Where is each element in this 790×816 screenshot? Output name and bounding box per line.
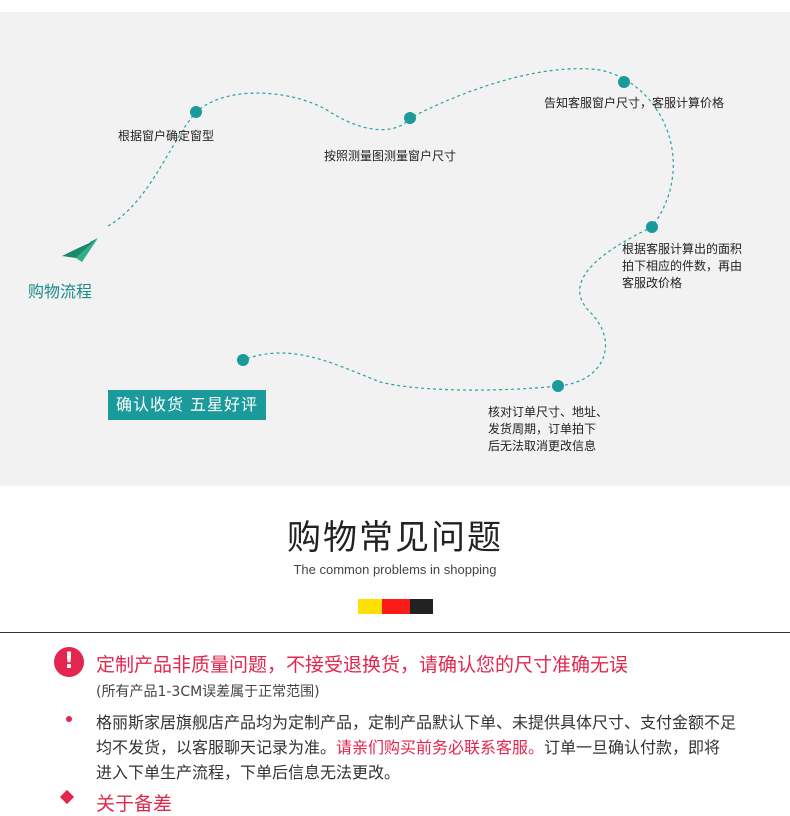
section-divider	[0, 632, 790, 633]
color-bar-yellow	[358, 599, 382, 614]
step-5-node	[552, 380, 564, 392]
color-bar-red	[382, 599, 410, 614]
step-6-node	[237, 354, 249, 366]
final-step-button: 确认收货 五星好评	[108, 390, 266, 420]
color-bar-black	[410, 599, 433, 614]
policy-paragraph: 格丽斯家居旗舰店产品均为定制产品，定制产品默认下单、未提供具体尺寸、支付金额不足…	[96, 710, 736, 785]
paragraph-text-2: 订单一旦确认付款，即将进入下单生产流程，下单后信息无法更改。	[96, 738, 721, 782]
warning-title: 定制产品非质量问题，不接受退换货，请确认您的尺寸准确无误	[96, 654, 629, 676]
diamond-icon	[59, 789, 75, 805]
step-3-node	[618, 76, 630, 88]
faq-subtitle: The common problems in shopping	[293, 562, 497, 577]
flow-step-3: 告知客服窗户尺寸，客服计算价格	[544, 96, 725, 110]
step-2-node	[404, 112, 416, 124]
flow-step-5: 核对订单尺寸、地址、 发货周期，订单拍下 后无法取消更改信息	[488, 405, 609, 453]
flow-step-1: 根据窗户确定窗型	[118, 129, 215, 143]
paragraph-highlight: 请亲们购买前务必联系客服。	[336, 738, 545, 757]
shopping-flow-panel: 根据窗户确定窗型 按照测量图测量窗户尺寸 告知客服窗户尺寸，客服计算价格 根据客…	[0, 12, 790, 486]
faq-title: 购物常见问题	[287, 518, 503, 558]
warning-note: (所有产品1-3CM误差属于正常范围)	[96, 684, 320, 700]
flow-title: 购物流程	[28, 282, 93, 301]
paragraph-text-1: 格丽斯家居旗舰店产品均为定制产品，定制产品默认下单、未提供具体尺寸、支付金额不足…	[96, 713, 737, 757]
flow-step-2: 按照测量图测量窗户尺寸	[324, 149, 457, 163]
bullet-dot-icon	[66, 716, 72, 722]
flow-path	[62, 68, 674, 392]
exclamation-icon: !	[54, 647, 84, 677]
next-section-title: 关于备差	[96, 793, 173, 815]
step-1-node	[190, 106, 202, 118]
step-4-node	[646, 221, 658, 233]
paper-plane-icon	[62, 238, 98, 262]
flow-step-4: 根据客服计算出的面积 拍下相应的件数，再由 客服改价格	[622, 242, 743, 290]
